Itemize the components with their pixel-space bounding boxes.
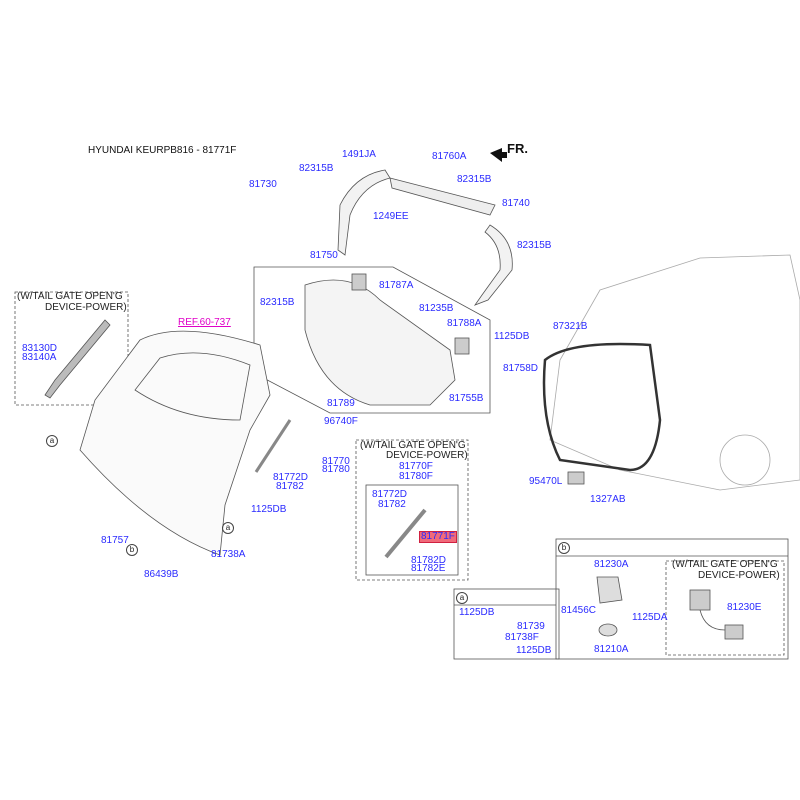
part-label[interactable]: 83130D [22, 343, 58, 354]
option-note-line1: (W/TAIL GATE OPEN'G [360, 440, 466, 451]
spoiler-83130D [44, 319, 111, 399]
option-note-line2: DEVICE-POWER) [45, 302, 127, 313]
reference-link[interactable]: REF.60-737 [178, 317, 231, 328]
part-label[interactable]: 81738F [505, 632, 539, 643]
power-option-box-left [14, 291, 129, 406]
part-label[interactable]: 81770 [322, 456, 350, 467]
part-label[interactable]: 81758D [503, 363, 539, 374]
callout-b: b [126, 544, 138, 556]
vehicle-outline [549, 254, 800, 491]
front-direction-label: FR. [507, 141, 528, 156]
part-label[interactable]: 81780 [322, 464, 350, 475]
part-label[interactable]: 81235B [419, 303, 454, 314]
part-label[interactable]: 81782 [276, 481, 304, 492]
gas-strut-81770 [254, 419, 292, 473]
callout-a: a [46, 435, 58, 447]
part-label[interactable]: 81755B [449, 393, 484, 404]
option-note-line2: DEVICE-POWER) [698, 570, 780, 581]
part-label[interactable]: 81740 [502, 198, 530, 209]
part-label[interactable]: 81788A [447, 318, 482, 329]
part-label[interactable]: 81210A [594, 644, 629, 655]
detail-box-a [453, 588, 560, 660]
part-label[interactable]: 87321B [553, 321, 588, 332]
part-label[interactable]: 81730 [249, 179, 277, 190]
part-label[interactable]: 81789 [327, 398, 355, 409]
trim-81750 [304, 279, 456, 406]
grille-81787A [351, 273, 367, 291]
module-95470L [567, 471, 585, 485]
grille-81788A [454, 337, 470, 355]
part-label[interactable]: 81739 [517, 621, 545, 632]
part-label[interactable]: 81780F [399, 471, 433, 482]
part-label[interactable]: 81230E [727, 602, 762, 613]
callout-b: b [558, 542, 570, 554]
part-label[interactable]: 81738A [211, 549, 246, 560]
part-label[interactable]: 81760A [432, 151, 467, 162]
part-label[interactable]: 81772D [273, 472, 309, 483]
power-option-box-b [665, 560, 785, 656]
part-label[interactable]: 1125DB [459, 607, 495, 618]
part-label[interactable]: 81456C [561, 605, 597, 616]
strut-box [365, 484, 459, 576]
part-label[interactable]: 82315B [457, 174, 492, 185]
part-label[interactable]: 81770F [399, 461, 433, 472]
callout-a: a [222, 522, 234, 534]
part-label[interactable]: 81757 [101, 535, 129, 546]
part-label[interactable]: 81230A [594, 559, 629, 570]
part-label[interactable]: 82315B [517, 240, 552, 251]
latch-81230A [596, 576, 623, 604]
highlighted-part-81771F[interactable]: 81771F [419, 531, 457, 543]
option-note-line1: (W/TAIL GATE OPEN'G [672, 559, 778, 570]
part-label[interactable]: 1327AB [590, 494, 626, 505]
power-strut-81771F [384, 508, 427, 559]
part-label[interactable]: 81772D [372, 489, 408, 500]
power-latch-81230E [689, 589, 711, 611]
callout-a: a [456, 592, 468, 604]
part-label[interactable]: 83140A [22, 352, 57, 363]
diagram-title: HYUNDAI KEURPB816 - 81771F [88, 145, 237, 156]
trim-81760A [389, 177, 496, 216]
part-label[interactable]: 81782 [378, 499, 406, 510]
part-label[interactable]: 81782E [411, 563, 446, 574]
part-label[interactable]: 81787A [379, 280, 414, 291]
part-label[interactable]: 1125DA [632, 612, 668, 623]
part-label[interactable]: 81782D [411, 555, 447, 566]
striker-81210A [598, 623, 618, 637]
power-option-box-middle [355, 439, 469, 581]
part-label[interactable]: 1125DB [251, 504, 287, 515]
part-label[interactable]: 86439B [144, 569, 179, 580]
part-label[interactable]: 1125DB [516, 645, 552, 656]
part-label[interactable]: 1491JA [342, 149, 376, 160]
part-label[interactable]: 1249EE [373, 211, 409, 222]
tailgate-body [79, 330, 271, 556]
option-note-line1: (W/TAIL GATE OPEN'G [17, 291, 123, 302]
part-label[interactable]: 95470L [529, 476, 563, 487]
front-arrow-icon [490, 148, 507, 162]
part-label[interactable]: 96740F [324, 416, 358, 427]
part-label[interactable]: 82315B [299, 163, 334, 174]
tailgate-window [134, 352, 251, 421]
part-label[interactable]: 81750 [310, 250, 338, 261]
part-label[interactable]: 82315B [260, 297, 295, 308]
part-label[interactable]: 1125DB [494, 331, 530, 342]
trim-81740 [473, 224, 513, 306]
weatherstrip-87321B [542, 342, 662, 472]
option-note-line2: DEVICE-POWER) [386, 450, 468, 461]
detail-box-b [555, 538, 789, 660]
